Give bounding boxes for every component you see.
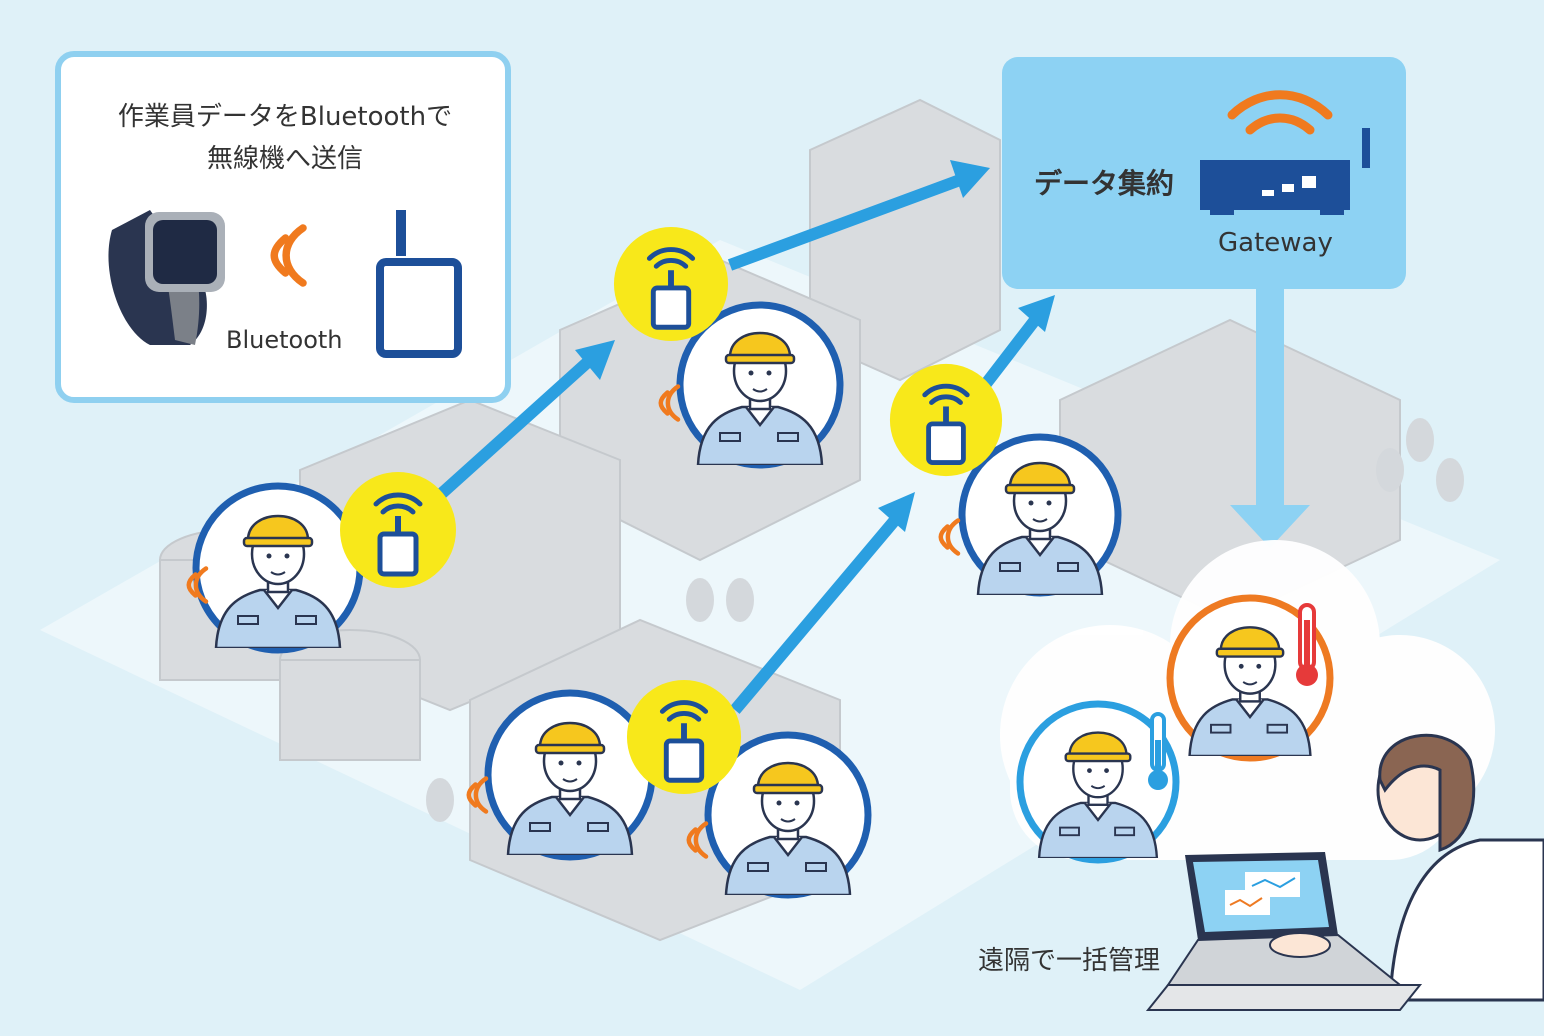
worker-1: [192, 482, 364, 654]
aggregate-label: データ集約: [1034, 167, 1175, 200]
radio-icon-4: [627, 680, 741, 794]
worker-2: [676, 301, 844, 469]
worker-3: [958, 433, 1122, 597]
thermometer-icon: [1296, 603, 1318, 686]
gateway-down-arrowhead: [1230, 505, 1310, 548]
gateway-label: Gateway: [1218, 228, 1333, 258]
smartwatch-icon: [108, 210, 225, 345]
info-title-line2: 無線機へ送信: [206, 144, 363, 174]
operator: [1376, 733, 1544, 1002]
bluetooth-label: Bluetooth: [226, 326, 343, 354]
monitored-worker-ok: [1016, 700, 1180, 864]
flow-arrows: [435, 160, 1055, 714]
monitored-worker-alert: [1166, 594, 1334, 762]
radio-icon-2: [614, 227, 728, 341]
gateway-down-arrow: [1256, 285, 1284, 510]
remote-management-label: 遠隔で一括管理: [978, 946, 1161, 976]
worker-5: [704, 731, 872, 899]
worker-4: [484, 689, 656, 861]
gateway-router-icon: [1200, 90, 1370, 215]
trees: [426, 418, 1464, 822]
thermometer-ok-icon: [1148, 712, 1168, 790]
radio-device-icon: [376, 210, 462, 358]
radio-icon-3: [890, 364, 1002, 476]
radio-icon-1: [340, 472, 456, 588]
laptop-icon: [1145, 852, 1423, 1011]
info-title-line1: 作業員データをBluetoothで: [117, 102, 453, 132]
